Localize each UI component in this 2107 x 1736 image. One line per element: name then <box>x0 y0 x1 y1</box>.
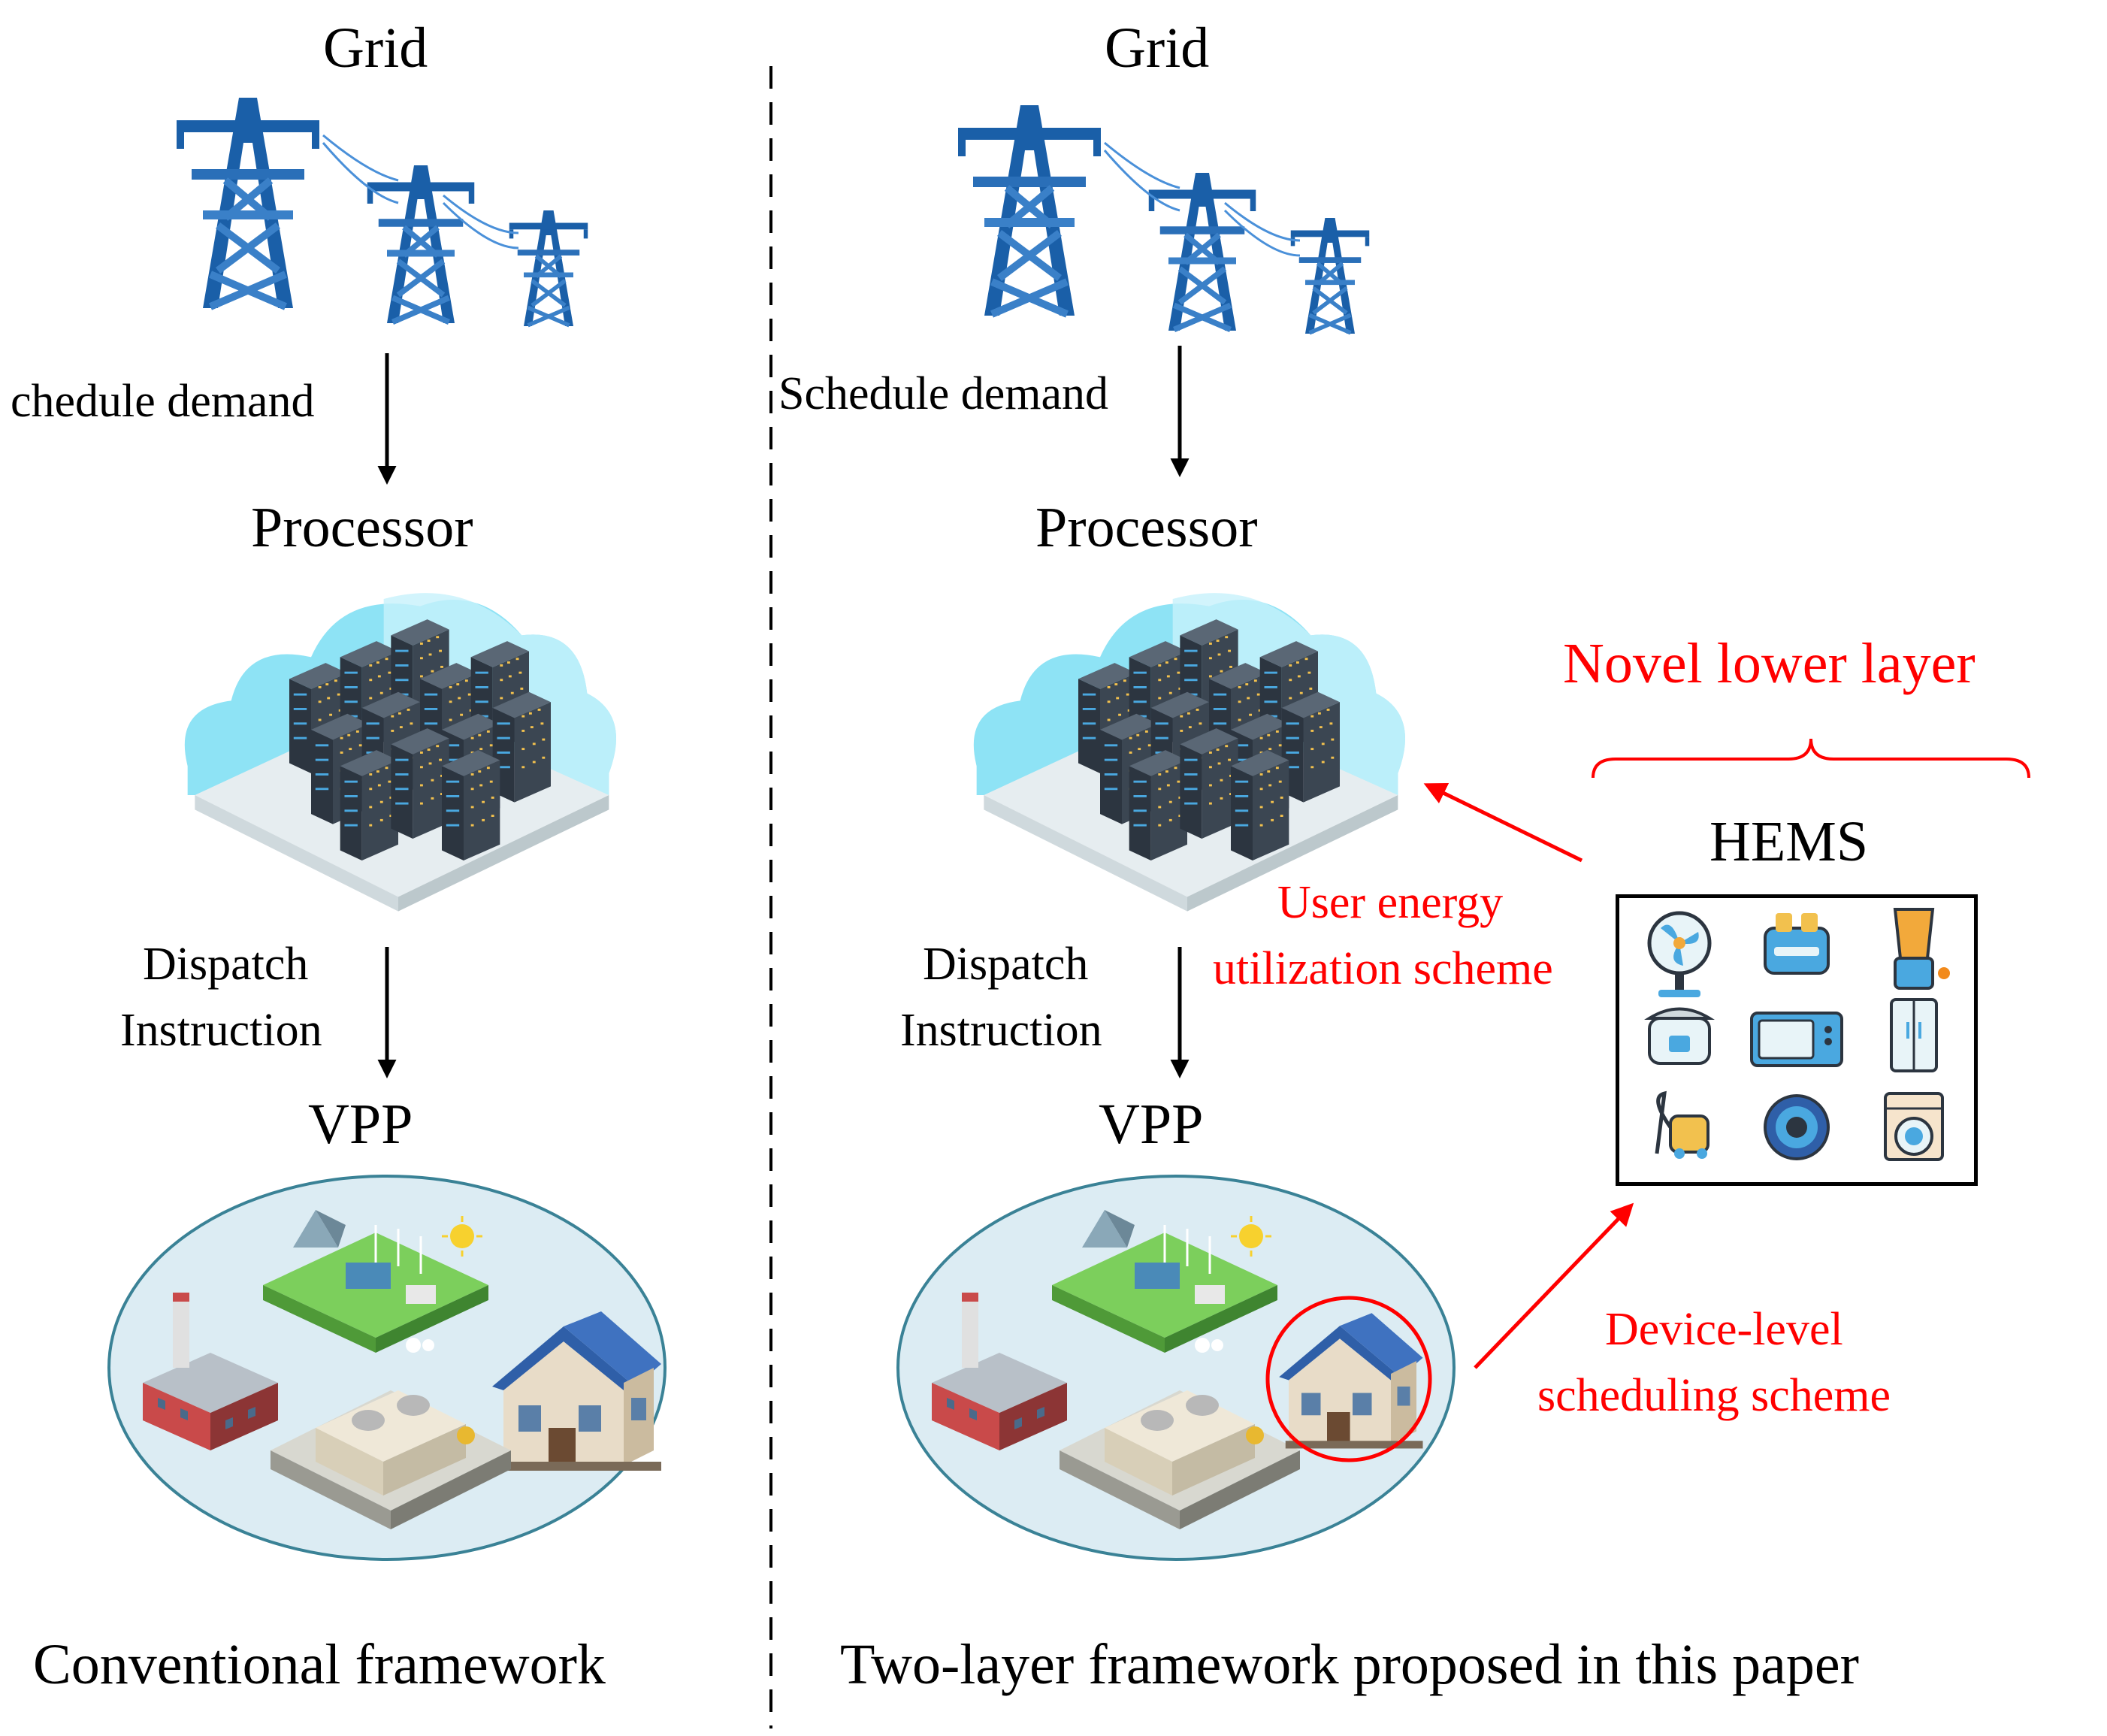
left-processor-label: Processor <box>251 496 473 559</box>
right-vpp-energy-cluster-icon <box>896 1175 1456 1561</box>
blender-icon <box>1893 908 1950 990</box>
user-scheme-line1: User energy <box>1277 877 1504 928</box>
left-grid-label: Grid <box>323 17 428 80</box>
left-vpp-energy-cluster-icon <box>107 1175 667 1561</box>
right-dispatch-label-line1: Dispatch <box>923 939 1089 990</box>
right-grid-tower-icon <box>954 83 1390 338</box>
washing-machine-icon <box>1884 1092 1944 1161</box>
left-caption: Conventional framework <box>33 1633 606 1696</box>
user-scheme-line2: utilization scheme <box>1213 943 1553 994</box>
right-dispatch-arrow <box>1170 947 1190 1078</box>
highlighted-house-circle <box>1265 1296 1432 1462</box>
center-divider <box>769 66 772 1728</box>
left-grid-tower-icon <box>173 83 609 338</box>
right-schedule-arrow <box>1170 346 1190 477</box>
right-vpp-label: VPP <box>1099 1093 1204 1156</box>
fan-icon <box>1647 911 1712 997</box>
device-scheme-line1: Device-level <box>1605 1304 1843 1355</box>
left-schedule-label: chedule demand <box>11 376 315 427</box>
right-grid-label: Grid <box>1105 17 1210 80</box>
right-dispatch-label-line2: Instruction <box>900 1005 1102 1056</box>
right-schedule-label: Schedule demand <box>778 368 1109 419</box>
hems-box <box>1616 894 1978 1186</box>
refrigerator-icon <box>1890 998 1938 1072</box>
novel-layer-label: Novel lower layer <box>1563 632 1976 695</box>
hems-label: HEMS <box>1709 810 1869 873</box>
red-arrow-to-hems <box>1474 1202 1634 1369</box>
red-arrow-to-processor <box>1423 783 1583 863</box>
novel-layer-brace <box>1592 738 2030 779</box>
right-processor-label: Processor <box>1035 496 1258 559</box>
rice-cooker-icon <box>1644 1007 1715 1065</box>
microwave-icon <box>1750 1012 1843 1067</box>
left-dispatch-label-line1: Dispatch <box>143 939 309 990</box>
left-dispatch-label-line2: Instruction <box>120 1005 322 1056</box>
device-scheme-line2: scheduling scheme <box>1537 1370 1891 1421</box>
left-schedule-arrow <box>377 353 397 485</box>
left-processor-server-cloud-icon <box>180 571 616 932</box>
left-vpp-label: VPP <box>308 1093 413 1156</box>
toaster-icon <box>1764 913 1830 975</box>
right-caption: Two-layer framework proposed in this pap… <box>840 1633 1859 1696</box>
vacuum-cleaner-icon <box>1655 1090 1709 1159</box>
robot-vacuum-icon <box>1764 1094 1830 1160</box>
appliance-grid <box>1644 908 1950 1161</box>
left-dispatch-arrow <box>377 947 397 1078</box>
